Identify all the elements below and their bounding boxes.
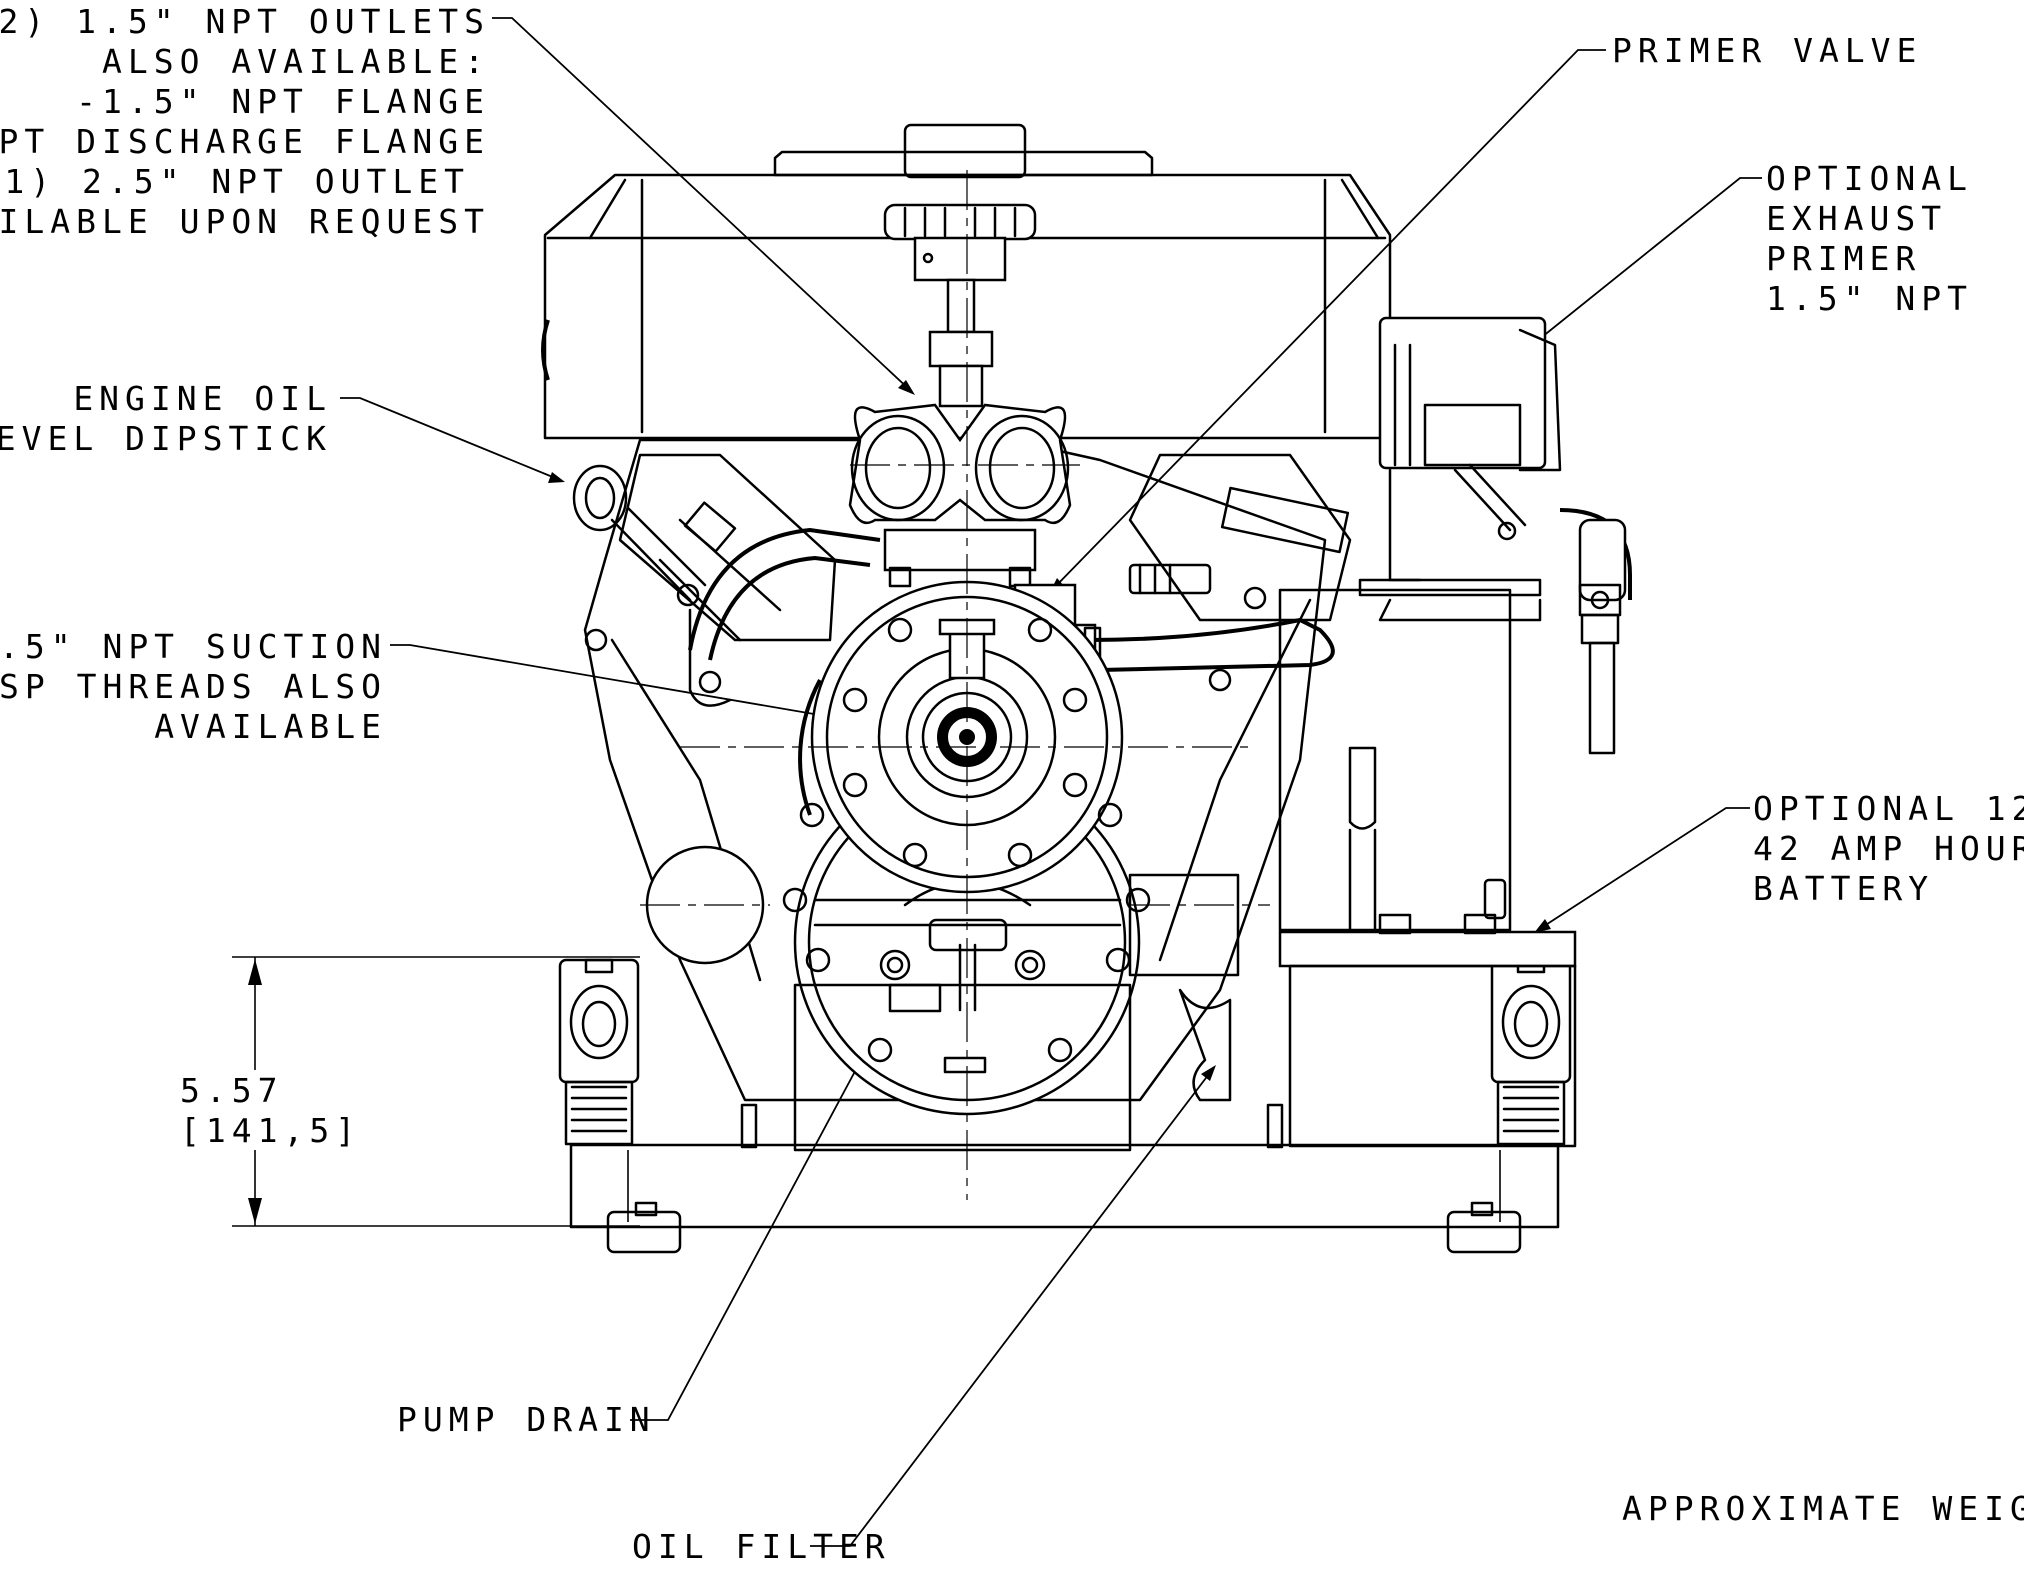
left-cylinder-head (584, 453, 837, 707)
outlets-line-3: -1.5" NPT FLANGE (76, 82, 490, 121)
left-foot (606, 1210, 682, 1254)
battery-line-3: BATTERY (1753, 869, 1934, 908)
right-foot (1446, 1210, 1522, 1254)
right-mount (1490, 958, 1572, 1146)
outlets-line-4: 2" NPT DISCHARGE FLANGE (0, 122, 490, 161)
exhaust-primer (1358, 316, 1562, 622)
right-cylinder-head (1128, 453, 1352, 692)
battery (1278, 588, 1577, 1148)
dipstick-line-1: ENGINE OIL (73, 379, 332, 418)
base-frame (569, 1143, 1560, 1229)
center-lines (640, 170, 1270, 1200)
pump-bracket (793, 983, 1132, 1152)
outlets-line-1: TH (2) 1.5" NPT OUTLETS (0, 2, 490, 41)
exhaust-outlet (1559, 508, 1632, 755)
outlets-line-5: TH (1) 2.5" NPT OUTLET (0, 162, 470, 201)
oil-filter (1178, 988, 1232, 1102)
battery-callout: OPTIONAL 12V 42 AMP HOUR BATTERY (1753, 789, 2024, 908)
suction-line-3: AVAILABLE (154, 707, 387, 746)
outlets-line-6: AVAILABLE UPON REQUEST (0, 202, 490, 241)
battery-line-2: 42 AMP HOUR (1753, 829, 2024, 868)
pump-engine-assembly (541, 123, 1632, 1254)
oil-filter-label: OIL FILTER (632, 1527, 891, 1566)
fuel-line (1089, 617, 1335, 672)
suction-callout: 1.5" NPT SUCTION BSP THREADS ALSO AVAILA… (0, 627, 387, 746)
dimension-metric: [141,5] (180, 1111, 361, 1150)
dipstick-line-2: LEVEL DIPSTICK (0, 419, 332, 458)
exhaust-primer-line-2: EXHAUST (1766, 199, 1947, 238)
battery-line-1: OPTIONAL 12V (1753, 789, 2024, 828)
pump-drain-label: PUMP DRAIN (397, 1400, 656, 1439)
dipstick (572, 464, 737, 602)
approximate-weight-label: APPROXIMATE WEIGHT: (1622, 1489, 2024, 1528)
exhaust-primer-callout: OPTIONAL EXHAUST PRIMER 1.5" NPT (1766, 159, 1973, 318)
right-housing (1128, 873, 1240, 977)
dimension-5-57: 5.57 [141,5] (180, 956, 640, 1227)
leader-lines (340, 17, 1762, 1547)
outlets-line-2: ALSO AVAILABLE: (102, 42, 490, 81)
filler-cap (883, 203, 1037, 408)
suction-line-1: 1.5" NPT SUCTION (0, 627, 387, 666)
outlets-callout: TH (2) 1.5" NPT OUTLETS ALSO AVAILABLE: … (0, 2, 490, 241)
exhaust-primer-line-1: OPTIONAL (1766, 159, 1973, 198)
dimension-value: 5.57 (180, 1071, 283, 1110)
left-mount (558, 958, 640, 1146)
left-hose (688, 527, 881, 651)
exhaust-primer-line-3: PRIMER (1766, 239, 1921, 278)
engine-block (583, 438, 1327, 1102)
exhaust-primer-line-4: 1.5" NPT (1766, 279, 1973, 318)
dipstick-callout: ENGINE OIL LEVEL DIPSTICK (0, 379, 332, 458)
primer-valve-label: PRIMER VALVE (1612, 31, 1922, 70)
suction-line-2: BSP THREADS ALSO (0, 667, 387, 706)
discharge-outlets (848, 403, 1072, 588)
